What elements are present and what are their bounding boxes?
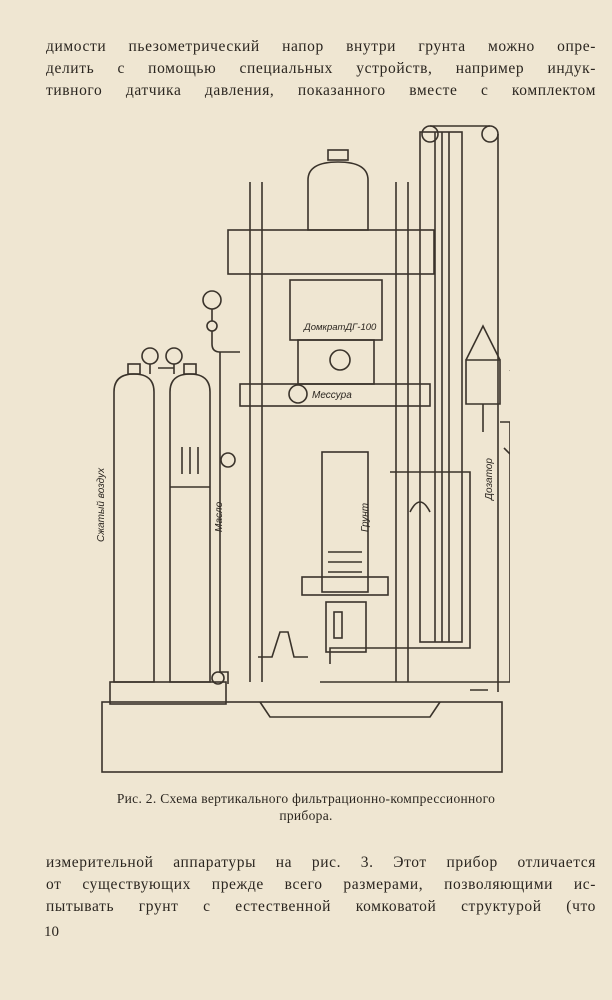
base-platform bbox=[101, 701, 503, 773]
dosator-label: Дозатор bbox=[484, 458, 495, 501]
paragraph-line: пытывать грунт с естественной комковатой… bbox=[46, 898, 596, 915]
paragraph-line: димости пьезометрический напор внутри гр… bbox=[46, 38, 596, 55]
water-bottle bbox=[307, 149, 369, 231]
paragraph-line: измерительной аппаратуры на рис. 3. Этот… bbox=[46, 854, 596, 871]
piezometer-board bbox=[419, 131, 463, 643]
air-label: Сжатый воздух bbox=[96, 467, 107, 542]
pressure-gauge-icon bbox=[202, 290, 222, 310]
caption-line: прибора. bbox=[279, 808, 333, 823]
level-marker-icon bbox=[503, 447, 510, 456]
paragraph-bottom: измерительной аппаратуры на рис. 3. Этот… bbox=[46, 852, 596, 918]
top-crossbeam bbox=[227, 229, 435, 275]
valve-icon bbox=[211, 671, 225, 685]
reducer-gauge-icon bbox=[165, 347, 183, 365]
dial-label: Мессура bbox=[312, 390, 352, 401]
oil-cylinder bbox=[169, 363, 211, 683]
test-cell bbox=[258, 451, 389, 658]
dosator bbox=[465, 324, 501, 432]
valve-icon bbox=[409, 501, 431, 513]
page-number: 10 bbox=[44, 924, 59, 940]
jack-label: ДомкратДГ-100 bbox=[303, 322, 377, 333]
figure-caption: Рис. 2. Схема вертикального фильтрационн… bbox=[0, 790, 612, 824]
dial-gauge-icon bbox=[288, 384, 308, 404]
soil-label: Грунт bbox=[360, 503, 371, 532]
tray bbox=[259, 701, 441, 718]
paragraph-line: тивного датчика давления, показанного вм… bbox=[46, 82, 596, 99]
jack-gauge-icon bbox=[329, 349, 351, 371]
oil-label: Масло bbox=[214, 501, 225, 532]
paragraph-line: делить с помощью специальных устройств, … bbox=[46, 60, 596, 77]
paragraph-line: от существующих прежде всего размерами, … bbox=[46, 876, 596, 893]
cylinder-stand bbox=[109, 681, 227, 705]
reducer-gauge-icon bbox=[141, 347, 159, 365]
air-cylinder bbox=[113, 363, 155, 683]
pulley-icon bbox=[481, 125, 499, 143]
valve-icon bbox=[220, 452, 236, 468]
caption-line: Рис. 2. Схема вертикального фильтрационн… bbox=[116, 791, 496, 806]
apparatus-diagram: ДомкратДГ-100 Мессура Грунт Сжатый возду… bbox=[96, 125, 510, 773]
paragraph-top: димости пьезометрический напор внутри гр… bbox=[46, 36, 596, 102]
